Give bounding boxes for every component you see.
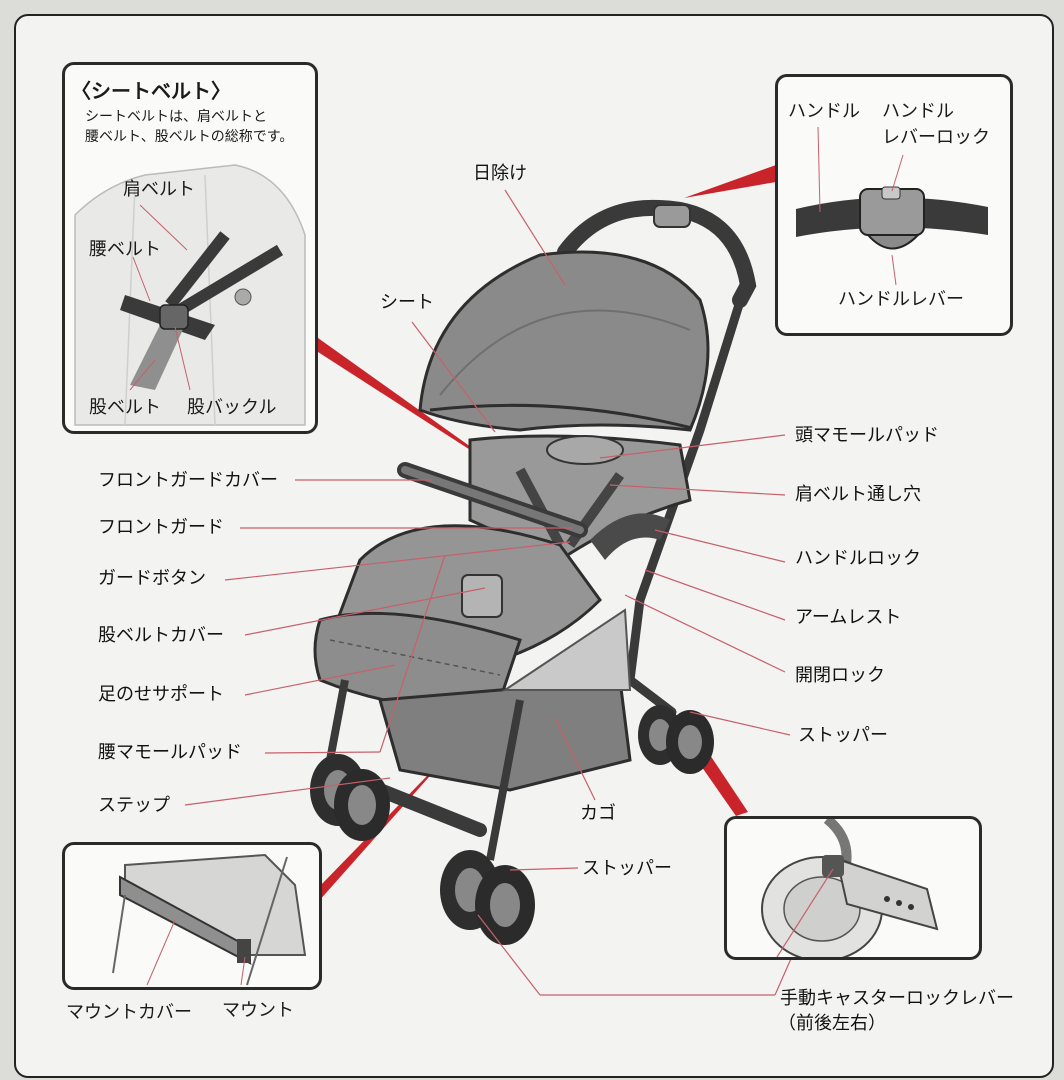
label-guard-button: ガードボタン [98,568,206,589]
label-caster-lock-line1: 手動キャスターロックレバー [780,988,1014,1009]
label-shoulder-belt: 肩ベルト [123,179,195,200]
label-waist-belt: 腰ベルト [89,239,161,260]
label-mount-cover: マウントカバー [66,1002,192,1023]
handle-center-button [653,204,691,228]
label-shoulder-belt-hole: 肩ベルト通し穴 [795,484,921,505]
label-head-pad: 頭マモールパッド [795,425,939,446]
label-crotch-buckle: 股バックル [187,397,277,418]
front-wheel-left-2 [334,769,390,841]
canopy [418,250,710,432]
mount-inset [62,842,322,990]
label-handle-lever-lock-line1: ハンドル [882,101,954,122]
label-mount: マウント [222,1000,294,1021]
head-pad [546,435,624,465]
label-step: ステップ [98,795,170,816]
label-open-close-lock: 開閉ロック [795,665,885,686]
label-basket: カゴ [580,803,616,824]
handle-inset: ハンドル ハンドル レバーロック ハンドルレバー [775,74,1013,336]
rear-wheel-right [666,710,714,774]
label-stopper-front-wheel: ストッパー [582,858,672,879]
caster-lock-inset [724,816,982,960]
label-front-guard-cover: フロントガードカバー [98,470,278,491]
mount-illustration [112,853,307,986]
seatbelt-illustration [74,164,306,426]
label-handle: ハンドル [788,101,860,122]
handle-illustration [796,126,988,286]
seatbelt-desc-line1: シートベルトは、肩ベルトと [85,109,267,125]
label-handle-lever: ハンドルレバー [838,289,964,310]
rear-frame-tube [625,290,747,717]
front-leg-left [326,679,349,761]
label-handle-lock: ハンドルロック [795,548,921,569]
caster-lock-illustration [761,819,939,957]
label-stopper-rear-wheel: ストッパー [798,725,888,746]
label-waist-pad: 腰マモールパッド [98,742,242,763]
label-crotch-belt-cover: 股ベルトカバー [98,625,224,646]
label-crotch-belt: 股ベルト [89,397,161,418]
front-wheel-right-2 [475,865,535,945]
armrest [590,513,670,560]
basket [378,678,632,792]
leader-lines [184,189,831,996]
label-handle-lever-lock-line2: レバーロック [882,127,990,148]
label-foot-support: 足のせサポート [98,684,224,705]
label-caster-lock-line2: （前後左右） [778,1013,886,1034]
front-leg-right [486,699,524,861]
callout-wedge-mount [318,742,460,902]
seatbelt-desc-line2: 腰ベルト、股ベルトの総称です。 [85,129,294,145]
seat-back [468,434,692,562]
label-front-guard: フロントガード [98,517,224,538]
label-armrest: アームレスト [795,607,902,628]
crotch-belt-cover [461,574,503,618]
label-seat: シート [380,292,434,313]
seatbelt-inset: 〈シートベルト〉 シートベルトは、肩ベルトと 腰ベルト、股ベルトの総称です。 肩… [62,62,318,434]
seatbelt-inset-title: 〈シートベルト〉 [71,79,231,103]
label-sunshade: 日除け [473,163,527,184]
callout-wedge-handle [684,165,776,198]
